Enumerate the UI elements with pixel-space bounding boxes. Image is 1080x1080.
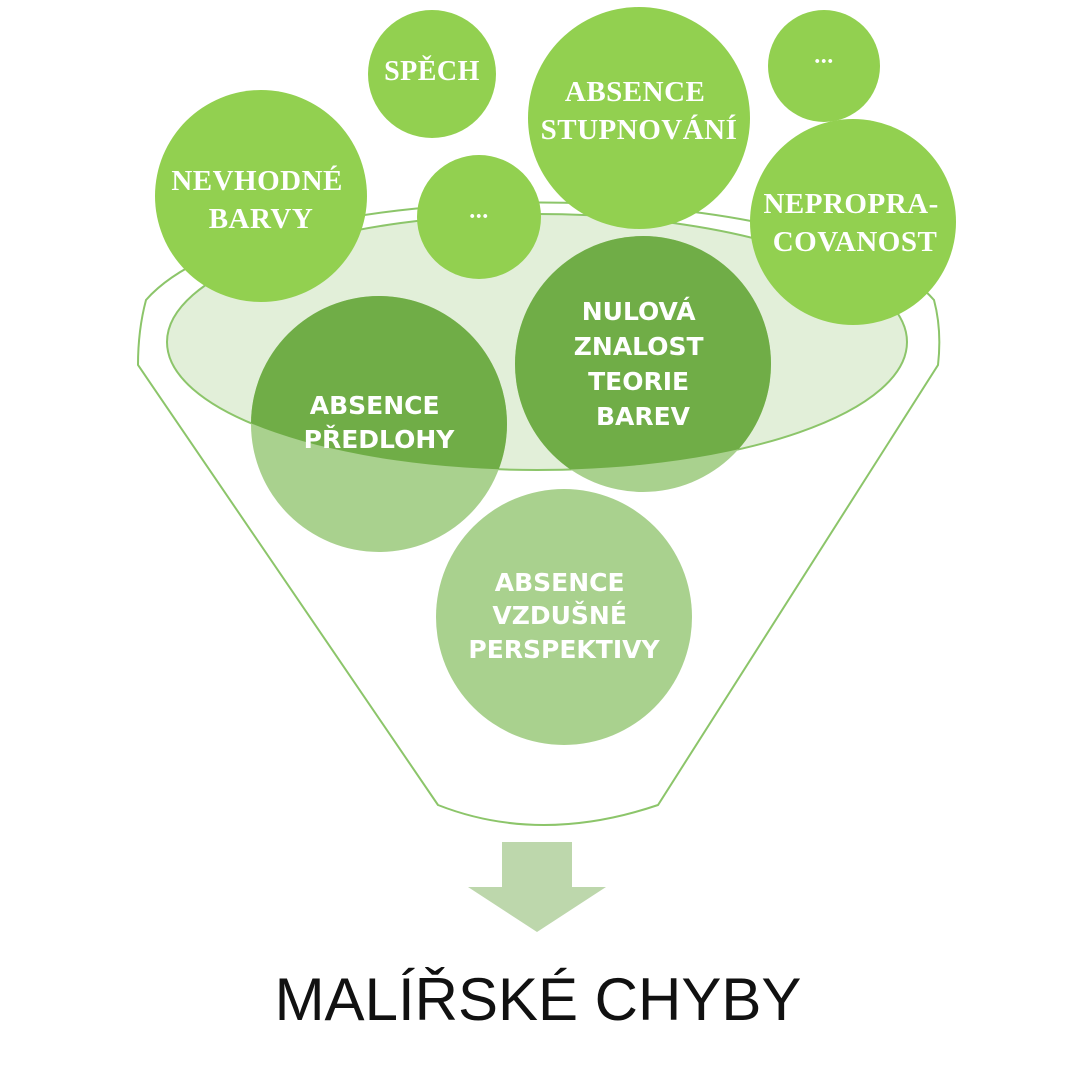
bubble-circle xyxy=(368,10,496,138)
bubble-circle xyxy=(155,90,367,302)
arrow-down-icon xyxy=(468,842,606,932)
bubble-circle xyxy=(528,7,750,229)
label-ellipsis-middle: ... xyxy=(469,198,489,224)
bubble-circle xyxy=(436,489,692,745)
label-nulova-znalost: NULOVÁ ZNALOST TEORIE BAREV xyxy=(574,297,712,431)
overlap-nulova xyxy=(515,236,771,470)
outcome-label: MALÍŘSKÉ CHYBY xyxy=(275,966,802,1033)
top-bubble-spech: SPĚCH xyxy=(368,10,496,138)
label-absence-stupnovani: ABSENCE STUPNOVÁNÍ xyxy=(541,76,738,146)
top-bubble-nevhodne-barvy: NEVHODNÉ BARVY xyxy=(155,90,367,302)
label-absence-vzdusne: ABSENCE VZDUŠNÉ PERSPEKTIVY xyxy=(468,568,660,664)
label-spech: SPĚCH xyxy=(384,56,480,87)
funnel-bubble-absence-vzdusne xyxy=(436,489,692,745)
overlap-predlohy xyxy=(251,296,507,470)
top-bubble-ellipsis-middle: ... xyxy=(417,155,541,279)
rim-overlap xyxy=(251,236,771,470)
label-ellipsis-top-right: ... xyxy=(814,43,834,69)
top-bubble-ellipsis-top-right: ... xyxy=(768,10,880,122)
top-bubble-absence-stupnovani: ABSENCE STUPNOVÁNÍ xyxy=(528,7,750,229)
label-absence-predlohy: ABSENCE PŘEDLOHY xyxy=(304,391,456,454)
label-nepropracovanost: NEPROPRA- COVANOST xyxy=(763,188,946,258)
bubble-circle xyxy=(768,10,880,122)
top-bubble-nepropracovanost: NEPROPRA- COVANOST xyxy=(750,119,956,325)
bubble-circle xyxy=(750,119,956,325)
label-nevhodne-barvy: NEVHODNÉ BARVY xyxy=(171,164,350,235)
bubble-circle xyxy=(417,155,541,279)
